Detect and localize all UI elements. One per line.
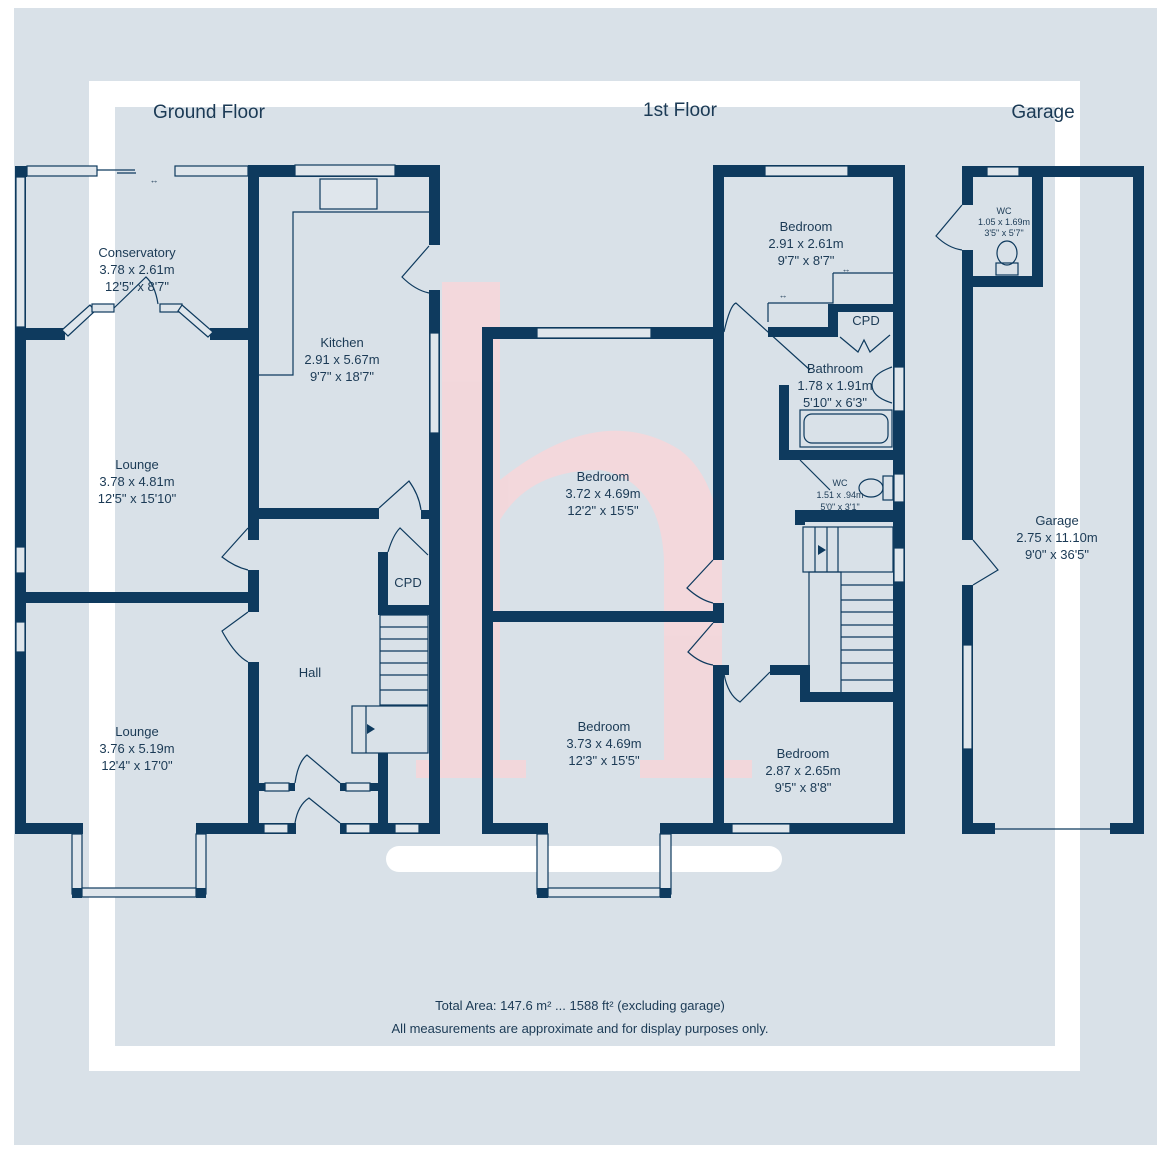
plan-background bbox=[14, 8, 1157, 1145]
total-area-note: Total Area: 147.6 m² ... 1588 ft² (exclu… bbox=[435, 998, 725, 1013]
svg-text:↔: ↔ bbox=[842, 264, 851, 274]
svg-text:Lounge: Lounge bbox=[115, 724, 158, 739]
floor-title-ground: Ground Floor bbox=[153, 102, 266, 123]
room-wc-garage: WC 1.05 x 1.69m 3'5" x 5'7" bbox=[978, 206, 1030, 238]
svg-text:3.78 x 2.61m: 3.78 x 2.61m bbox=[99, 262, 174, 277]
room-lounge-lower: Lounge 3.76 x 5.19m 12'4" x 17'0" bbox=[99, 724, 174, 773]
svg-text:3.72 x 4.69m: 3.72 x 4.69m bbox=[565, 486, 640, 501]
room-bedroom-rear: Bedroom 2.91 x 2.61m 9'7" x 8'7" bbox=[768, 219, 843, 268]
room-cpd-first: CPD bbox=[852, 313, 879, 328]
svg-text:Bedroom: Bedroom bbox=[780, 219, 833, 234]
room-garage: Garage 2.75 x 11.10m 9'0" x 36'5" bbox=[1016, 513, 1097, 562]
svg-text:1.51 x .94m: 1.51 x .94m bbox=[816, 490, 863, 500]
room-lounge-upper: Lounge 3.78 x 4.81m 12'5" x 15'10" bbox=[98, 457, 177, 506]
svg-text:12'3" x 15'5": 12'3" x 15'5" bbox=[568, 753, 640, 768]
disclaimer-note: All measurements are approximate and for… bbox=[392, 1021, 769, 1036]
svg-text:↔: ↔ bbox=[150, 175, 159, 185]
floor-title-first: 1st Floor bbox=[643, 100, 718, 121]
svg-text:Bedroom: Bedroom bbox=[578, 719, 631, 734]
svg-text:1.78 x 1.91m: 1.78 x 1.91m bbox=[797, 378, 872, 393]
svg-text:Bedroom: Bedroom bbox=[777, 746, 830, 761]
svg-text:9'7" x 18'7": 9'7" x 18'7" bbox=[310, 369, 374, 384]
svg-text:3.76 x 5.19m: 3.76 x 5.19m bbox=[99, 741, 174, 756]
room-conservatory: Conservatory 3.78 x 2.61m 12'5" x 8'7" bbox=[98, 245, 176, 294]
svg-text:Conservatory: Conservatory bbox=[98, 245, 176, 260]
svg-text:3'5" x 5'7": 3'5" x 5'7" bbox=[984, 228, 1023, 238]
svg-text:2.91 x 2.61m: 2.91 x 2.61m bbox=[768, 236, 843, 251]
svg-text:12'5" x 8'7": 12'5" x 8'7" bbox=[105, 279, 169, 294]
room-kitchen: Kitchen 2.91 x 5.67m 9'7" x 18'7" bbox=[304, 335, 379, 384]
svg-text:12'4" x 17'0": 12'4" x 17'0" bbox=[101, 758, 173, 773]
room-bedroom-front-lower: Bedroom 3.73 x 4.69m 12'3" x 15'5" bbox=[566, 719, 641, 768]
svg-text:9'7" x 8'7": 9'7" x 8'7" bbox=[778, 253, 835, 268]
white-bar-watermark bbox=[386, 846, 782, 872]
room-hall: Hall bbox=[299, 665, 322, 680]
svg-text:2.91 x 5.67m: 2.91 x 5.67m bbox=[304, 352, 379, 367]
garage-floor bbox=[935, 166, 1144, 834]
svg-text:3.78 x 4.81m: 3.78 x 4.81m bbox=[99, 474, 174, 489]
room-bedroom-small: Bedroom 2.87 x 2.65m 9'5" x 8'8" bbox=[765, 746, 840, 795]
svg-text:Bedroom: Bedroom bbox=[577, 469, 630, 484]
svg-text:12'5" x 15'10": 12'5" x 15'10" bbox=[98, 491, 177, 506]
room-cpd-ground: CPD bbox=[394, 575, 421, 590]
svg-text:9'0" x 36'5": 9'0" x 36'5" bbox=[1025, 547, 1089, 562]
svg-text:5'0" x 3'1": 5'0" x 3'1" bbox=[820, 502, 859, 512]
svg-text:9'5" x 8'8": 9'5" x 8'8" bbox=[775, 780, 832, 795]
svg-text:Garage: Garage bbox=[1035, 513, 1078, 528]
room-wc-first: WC 1.51 x .94m 5'0" x 3'1" bbox=[816, 478, 863, 512]
svg-text:1.05 x 1.69m: 1.05 x 1.69m bbox=[978, 217, 1030, 227]
svg-text:WC: WC bbox=[997, 206, 1012, 216]
svg-text:2.87 x 2.65m: 2.87 x 2.65m bbox=[765, 763, 840, 778]
svg-text:5'10" x 6'3": 5'10" x 6'3" bbox=[803, 395, 867, 410]
svg-text:Lounge: Lounge bbox=[115, 457, 158, 472]
svg-text:2.75 x 11.10m: 2.75 x 11.10m bbox=[1016, 530, 1097, 545]
svg-text:3.73 x 4.69m: 3.73 x 4.69m bbox=[566, 736, 641, 751]
first-floor: ↔ ↔ bbox=[482, 165, 905, 898]
ground-floor: ↔ bbox=[15, 164, 440, 898]
svg-text:↔: ↔ bbox=[779, 290, 788, 300]
floor-title-garage: Garage bbox=[1011, 102, 1074, 123]
svg-text:Kitchen: Kitchen bbox=[320, 335, 363, 350]
room-bathroom: Bathroom 1.78 x 1.91m 5'10" x 6'3" bbox=[797, 361, 872, 410]
room-bedroom-front-upper: Bedroom 3.72 x 4.69m 12'2" x 15'5" bbox=[565, 469, 640, 518]
svg-text:WC: WC bbox=[833, 478, 848, 488]
svg-text:12'2" x 15'5": 12'2" x 15'5" bbox=[567, 503, 639, 518]
svg-text:Bathroom: Bathroom bbox=[807, 361, 863, 376]
